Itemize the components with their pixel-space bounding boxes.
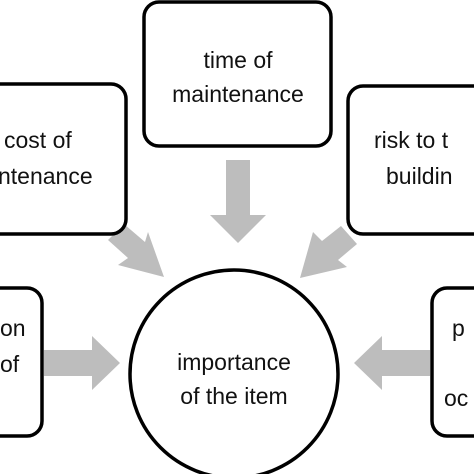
node-lower-right-line1: p xyxy=(452,315,465,341)
node-top-line1: time of xyxy=(203,47,273,73)
arrow-upper-left-to-center xyxy=(108,224,164,277)
node-lower-right-line2: oc xyxy=(444,385,468,411)
arrow-upper-right-to-center xyxy=(300,226,357,278)
center-line1: importance xyxy=(177,349,291,375)
node-upper-left-line1: cost of xyxy=(4,127,72,153)
node-box-lower-left xyxy=(0,286,44,438)
center-circle xyxy=(128,268,340,474)
node-lower-left-line2: of xyxy=(0,351,20,377)
node-upper-right-line1: risk to t xyxy=(374,127,449,153)
node-box-top xyxy=(142,0,333,148)
arrow-lower-right-to-center xyxy=(354,336,430,390)
node-box-upper-left xyxy=(0,82,128,236)
arrow-top-to-center xyxy=(210,160,266,243)
node-lower-left-line1: on xyxy=(0,315,26,341)
node-box-upper-right xyxy=(346,84,474,236)
node-box-lower-right xyxy=(430,286,474,438)
center-line2: of the item xyxy=(180,383,287,409)
arrow-lower-left-to-center xyxy=(44,336,120,390)
node-upper-left-line2: ntenance xyxy=(0,163,93,189)
node-top-line2: maintenance xyxy=(172,81,304,107)
node-upper-right-line2: buildin xyxy=(386,163,453,189)
